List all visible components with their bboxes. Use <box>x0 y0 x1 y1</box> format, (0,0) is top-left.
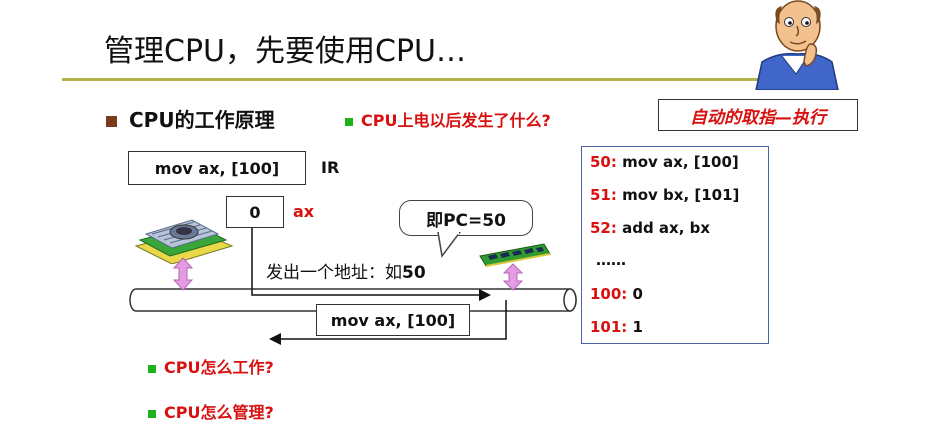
bus-instruction-box: mov ax, [100] <box>316 304 470 336</box>
cpu-chip-icon <box>134 219 234 264</box>
ir-label: IR <box>321 158 340 177</box>
ax-register-box: 0 <box>226 196 284 228</box>
slide-title: 管理CPU，先要使用CPU… <box>104 34 466 69</box>
green-bullet-icon <box>148 364 156 373</box>
section-heading: CPU的工作原理 <box>106 104 275 133</box>
ax-label: ax <box>293 202 315 221</box>
pink-arrows <box>172 257 524 291</box>
green-bullet-icon <box>345 117 353 126</box>
memory-row: 51: mov bx, [101] <box>590 186 740 204</box>
question-how-cpu-works: CPU怎么工作? <box>148 354 274 378</box>
memory-row: 50: mov ax, [100] <box>590 153 739 171</box>
issue-address-text: 发出一个地址：如50 <box>266 263 426 283</box>
question-power-on: CPU上电以后发生了什么? <box>345 107 551 131</box>
ir-register-box: mov ax, [100] <box>128 151 306 185</box>
question-how-manage-cpu: CPU怎么管理? <box>148 399 274 423</box>
memory-row: …… <box>596 251 626 269</box>
memory-row: 100: 0 <box>590 285 643 303</box>
bubble-tail <box>437 232 461 258</box>
pc-speech-bubble: 即PC=50 <box>399 200 533 236</box>
memory-row: 101: 1 <box>590 318 643 336</box>
square-bullet-icon <box>106 116 117 127</box>
thinking-man-icon <box>755 0 839 90</box>
title-divider <box>62 78 832 81</box>
memory-module-icon <box>479 243 551 267</box>
green-bullet-icon <box>148 409 156 418</box>
memory-row: 52: add ax, bx <box>590 219 711 237</box>
memory-panel: 50: mov ax, [100] 51: mov bx, [101] 52: … <box>581 146 769 344</box>
auto-fetch-execute-box: 自动的取指—执行 <box>658 99 858 131</box>
